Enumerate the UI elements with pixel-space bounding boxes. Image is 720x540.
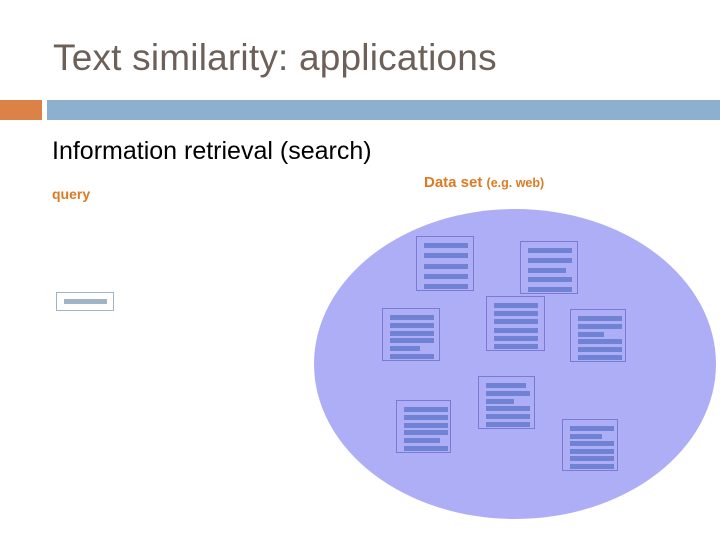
document-text-line bbox=[578, 355, 622, 360]
document-icon bbox=[570, 309, 626, 362]
document-text-line bbox=[494, 344, 538, 349]
document-text-line bbox=[570, 441, 614, 447]
document-text-line bbox=[578, 339, 622, 345]
document-text-line bbox=[570, 464, 614, 469]
document-text-line bbox=[578, 347, 622, 353]
document-text-line bbox=[494, 311, 538, 317]
document-text-line bbox=[424, 243, 468, 248]
document-text-line bbox=[486, 422, 530, 427]
document-text-line bbox=[424, 253, 468, 259]
dataset-label: Data set (e.g. web) bbox=[424, 174, 544, 191]
document-text-line bbox=[494, 327, 538, 333]
document-text-line bbox=[390, 330, 434, 336]
document-text-line bbox=[528, 257, 572, 263]
document-text-line bbox=[578, 323, 622, 329]
document-text-line bbox=[404, 430, 448, 436]
dataset-label-suffix: (e.g. web) bbox=[486, 176, 545, 190]
document-icon bbox=[478, 376, 535, 429]
query-document-line bbox=[64, 299, 107, 304]
document-text-line bbox=[486, 406, 530, 412]
document-text-line bbox=[390, 338, 434, 344]
document-text-line bbox=[528, 248, 572, 253]
document-text-line bbox=[578, 331, 604, 337]
document-text-line bbox=[404, 438, 440, 444]
title-divider-rule bbox=[47, 100, 720, 120]
document-text-line bbox=[404, 407, 448, 412]
document-text-line bbox=[424, 263, 468, 269]
document-icon bbox=[520, 241, 578, 294]
dataset-label-main: Data set bbox=[424, 174, 487, 191]
document-text-line bbox=[404, 446, 448, 451]
document-text-line bbox=[390, 354, 434, 359]
document-text-line bbox=[486, 398, 514, 404]
document-text-line bbox=[494, 303, 538, 308]
document-text-line bbox=[494, 319, 538, 325]
document-text-line bbox=[486, 390, 530, 396]
document-text-line bbox=[486, 414, 530, 420]
document-icon bbox=[486, 296, 545, 351]
query-label: query bbox=[52, 186, 91, 202]
section-heading: Information retrieval (search) bbox=[52, 137, 372, 165]
document-text-line bbox=[578, 316, 622, 321]
document-text-line bbox=[390, 315, 434, 320]
document-icon bbox=[382, 308, 440, 361]
document-text-line bbox=[390, 322, 434, 328]
document-text-line bbox=[570, 448, 614, 454]
document-text-line bbox=[390, 346, 420, 352]
document-text-line bbox=[570, 426, 614, 431]
document-text-line bbox=[528, 267, 566, 273]
document-text-line bbox=[404, 422, 448, 428]
document-text-line bbox=[424, 273, 468, 279]
document-text-line bbox=[570, 456, 614, 462]
title-accent-block bbox=[0, 100, 42, 120]
document-text-line bbox=[570, 433, 602, 439]
document-icon bbox=[416, 236, 474, 291]
document-text-line bbox=[486, 383, 526, 388]
page-title: Text similarity: applications bbox=[53, 37, 497, 78]
document-text-line bbox=[528, 277, 572, 283]
data-set-ellipse bbox=[314, 209, 716, 519]
document-text-line bbox=[494, 335, 538, 341]
document-icon bbox=[562, 419, 618, 471]
document-text-line bbox=[424, 284, 468, 289]
document-text-line bbox=[404, 414, 448, 420]
document-icon bbox=[396, 400, 451, 453]
document-text-line bbox=[528, 287, 572, 292]
query-document-icon bbox=[56, 292, 114, 311]
